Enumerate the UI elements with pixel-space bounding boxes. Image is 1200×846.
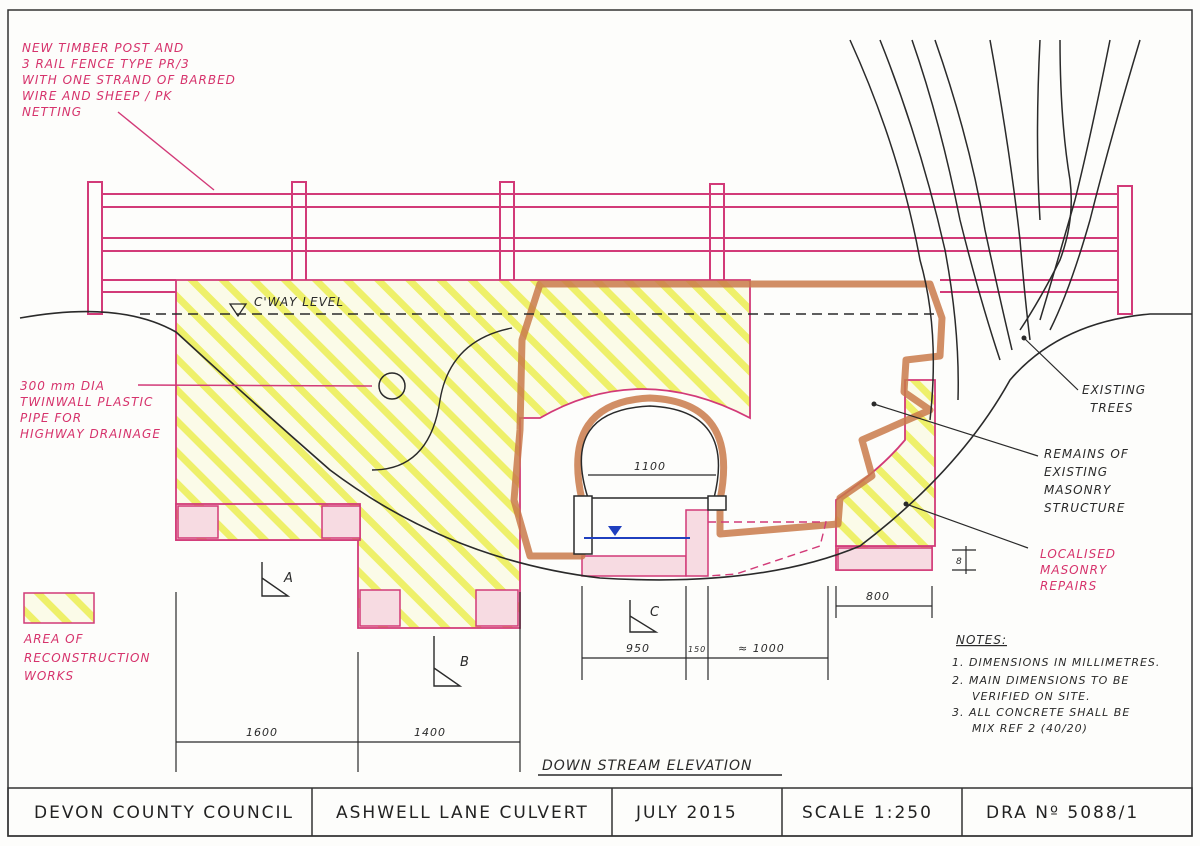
- fence-note: NEW TIMBER POST AND 3 RAIL FENCE TYPE PR…: [22, 41, 236, 119]
- fence-note-line-2: 3 RAIL FENCE TYPE PR/3: [22, 57, 190, 71]
- dimension-labels: 1100 1600 1400 950 150 ≈ 1000 800 8: [246, 460, 963, 739]
- fence-leader: [117, 111, 215, 191]
- legend-note-line-2: RECONSTRUCTION: [24, 651, 150, 665]
- masonry-note-line-1: REMAINS OF: [1044, 447, 1129, 461]
- drawing-date: JULY 2015: [635, 803, 738, 823]
- masonry-note-line-3: MASONRY: [1044, 483, 1112, 497]
- trees-note: EXISTING TREES: [1082, 383, 1146, 415]
- repairs-note-line-2: MASONRY: [1040, 563, 1108, 577]
- section-c-label: C: [650, 605, 660, 620]
- section-a-label: A: [283, 571, 294, 586]
- council-name: DEVON COUNTY COUNCIL: [34, 803, 294, 823]
- dim-1600: 1600: [246, 726, 278, 739]
- fence-note-line-4: WIRE AND SHEEP / PK: [22, 89, 172, 103]
- masonry-note-line-4: STRUCTURE: [1044, 501, 1125, 515]
- masonry-note-line-2: EXISTING: [1044, 465, 1108, 479]
- dim-950: 950: [626, 642, 650, 655]
- dimension-lines: [175, 474, 976, 772]
- note-item-1: 1. DIMENSIONS IN MILLIMETRES.: [952, 656, 1160, 669]
- repairs-note: LOCALISED MASONRY REPAIRS: [1040, 547, 1116, 593]
- section-markers: [261, 562, 659, 687]
- channel-edge: [371, 327, 513, 471]
- note-item-5: MIX REF 2 (40/20): [972, 722, 1088, 735]
- note-item-3: VERIFIED ON SITE.: [972, 690, 1091, 703]
- legend-note-line-3: WORKS: [24, 669, 74, 683]
- legend-note: AREA OF RECONSTRUCTION WORKS: [23, 632, 150, 683]
- note-item-2: 2. MAIN DIMENSIONS TO BE: [952, 674, 1129, 687]
- fence-note-line-5: NETTING: [22, 105, 82, 119]
- repair-dashed-outline: [707, 521, 827, 577]
- fence-note-line-1: NEW TIMBER POST AND: [22, 41, 184, 55]
- trees-note-line-2: TREES: [1090, 401, 1133, 415]
- note-item-4: 3. ALL CONCRETE SHALL BE: [952, 706, 1130, 719]
- section-labels: A B C: [283, 571, 660, 670]
- repairs-note-line-1: LOCALISED: [1040, 547, 1116, 561]
- legend-swatch: [23, 592, 95, 624]
- cway-level-label: C'WAY LEVEL: [254, 295, 344, 309]
- trees-note-line-1: EXISTING: [1082, 383, 1146, 397]
- notes-block: NOTES: 1. DIMENSIONS IN MILLIMETRES. 2. …: [952, 633, 1160, 735]
- note-leaders: [873, 337, 1079, 549]
- fence-note-line-3: WITH ONE STRAND OF BARBED: [22, 73, 236, 87]
- pipe-note-line-1: 300 mm DIA: [20, 379, 105, 393]
- dim-1400: 1400: [414, 726, 446, 739]
- masonry-note: REMAINS OF EXISTING MASONRY STRUCTURE: [1044, 447, 1129, 515]
- repairs-note-line-3: REPAIRS: [1040, 579, 1097, 593]
- water-level: [584, 526, 690, 539]
- drawing-number: DRA Nº 5088/1: [986, 803, 1139, 823]
- pipe-leader: [137, 384, 373, 387]
- notes-heading: NOTES:: [956, 633, 1007, 647]
- title-block-text: DEVON COUNTY COUNCIL ASHWELL LANE CULVER…: [34, 803, 1139, 823]
- pipe-note-line-3: PIPE FOR: [20, 411, 82, 425]
- drawing-title: DOWN STREAM ELEVATION: [542, 758, 753, 774]
- drainage-pipe: [378, 372, 406, 400]
- pipe-note: 300 mm DIA TWINWALL PLASTIC PIPE FOR HIG…: [20, 379, 161, 441]
- dim-arch-width: 1100: [634, 460, 666, 473]
- ground-line: [19, 310, 1192, 581]
- existing-trees: [849, 39, 1141, 421]
- dim-small: 8: [956, 557, 963, 567]
- cway-level-marker-icon: [228, 303, 248, 318]
- section-b-label: B: [460, 655, 470, 670]
- legend-note-line-1: AREA OF: [23, 632, 84, 646]
- dim-1000: ≈ 1000: [738, 642, 785, 655]
- pipe-note-line-4: HIGHWAY DRAINAGE: [20, 427, 161, 441]
- dim-150: 150: [688, 645, 706, 654]
- drawing-scale: SCALE 1:250: [802, 803, 933, 823]
- project-name: ASHWELL LANE CULVERT: [336, 803, 589, 823]
- pipe-note-line-2: TWINWALL PLASTIC: [20, 395, 153, 409]
- title-block: [7, 787, 1193, 837]
- concrete-blocks: [177, 505, 933, 627]
- dim-800: 800: [866, 590, 890, 603]
